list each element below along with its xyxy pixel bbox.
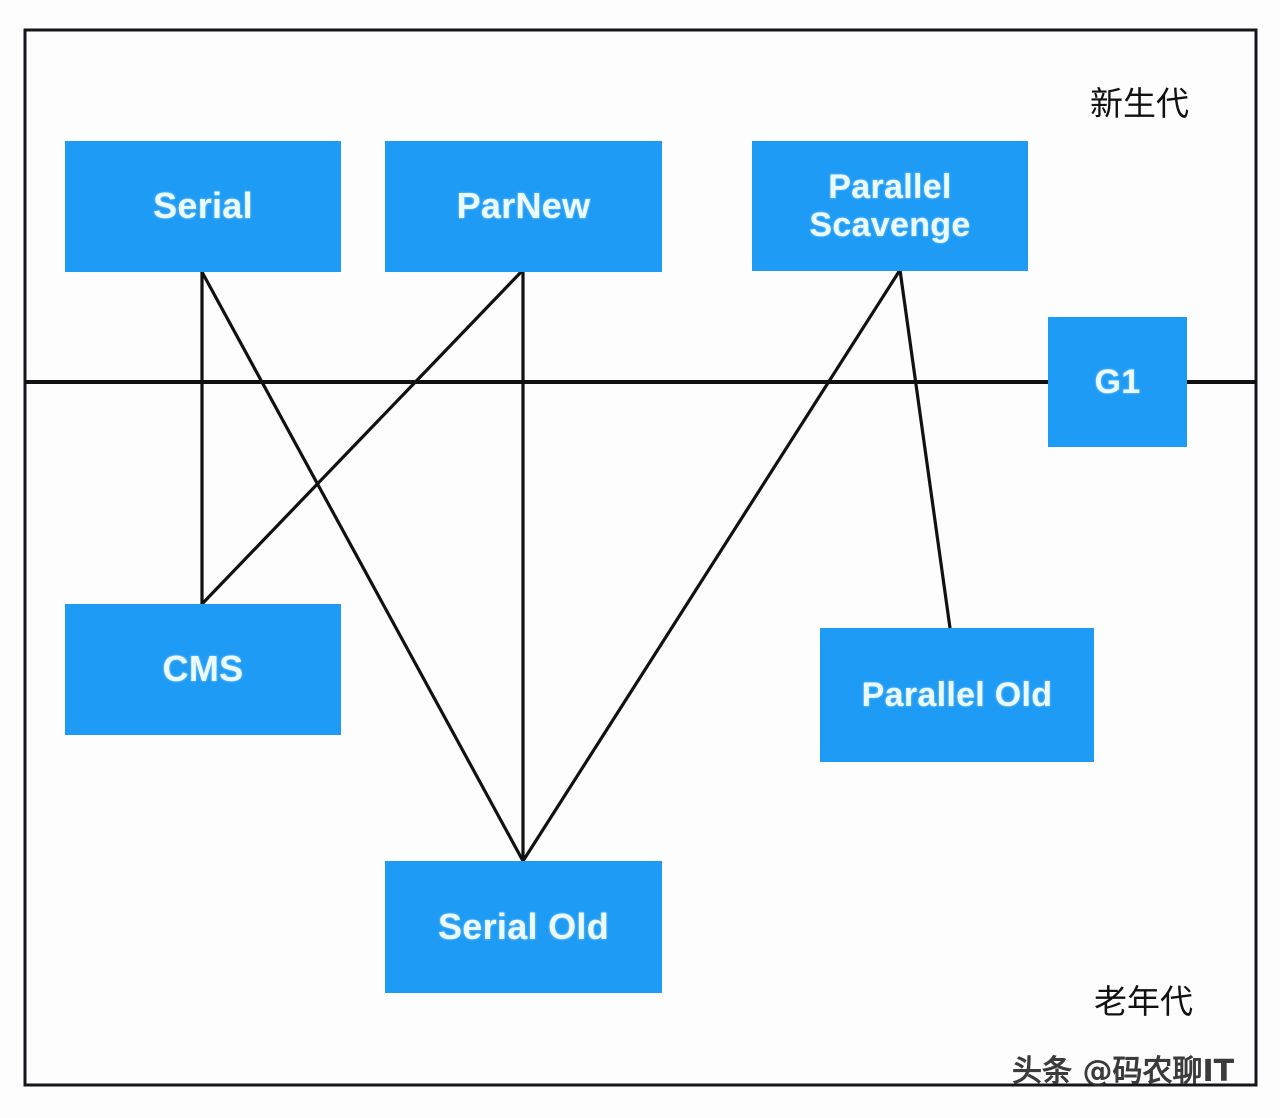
watermark-text: 头条 @码农聊IT	[1012, 1054, 1235, 1089]
node-label-serial: Serial	[153, 185, 253, 227]
node-parnew[interactable]: ParNew	[385, 141, 662, 272]
node-serial[interactable]: Serial	[65, 141, 341, 272]
edge-scavenge-to-serial-old	[521, 268, 902, 863]
diagram-outer-border	[23, 28, 1258, 1087]
node-label-g1: G1	[1094, 362, 1141, 401]
edge-scavenge-to-parallel-old	[898, 268, 952, 630]
node-label-cms: CMS	[162, 648, 244, 690]
node-label-parallel-old: Parallel Old	[861, 675, 1053, 714]
node-parallel-old[interactable]: Parallel Old	[820, 628, 1094, 762]
node-serial-old[interactable]: Serial Old	[385, 861, 662, 993]
node-label-parnew: ParNew	[456, 185, 591, 227]
node-label-serial-old: Serial Old	[437, 905, 610, 947]
edge-serial-to-serial-old	[200, 270, 525, 863]
young-generation-label: 新生代	[1090, 84, 1189, 123]
node-g1[interactable]: G1	[1048, 317, 1187, 447]
edge-parnew-to-cms	[200, 268, 525, 606]
old-generation-label: 老年代	[1094, 982, 1193, 1021]
node-cms[interactable]: CMS	[65, 604, 341, 735]
